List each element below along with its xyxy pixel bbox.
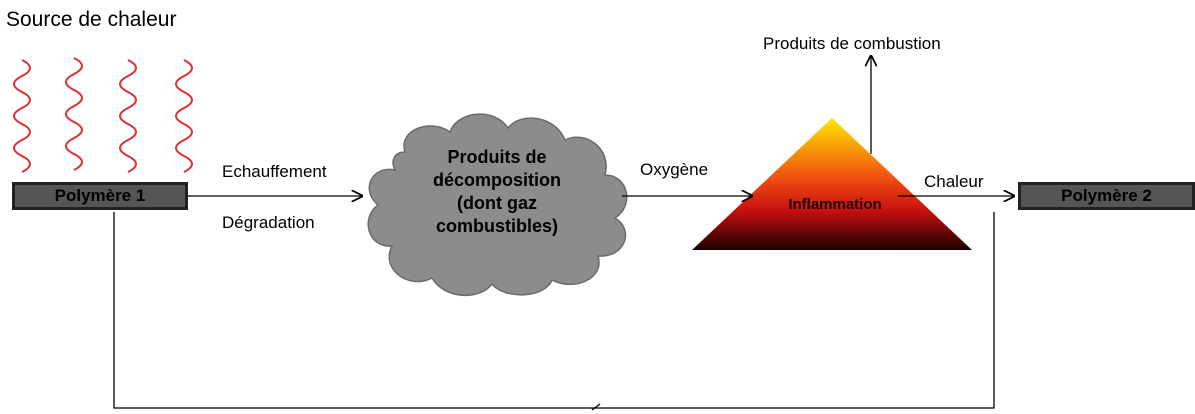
- feedback-loop: [113, 212, 995, 409]
- heat-wave-4: [175, 59, 193, 173]
- degradation-label: Dégradation: [222, 213, 315, 232]
- cloud-label-line-4: combustibles): [435, 216, 559, 236]
- ignition-label: Inflammation: [788, 196, 882, 213]
- cloud-label-line-1: Produits de: [447, 147, 547, 167]
- feedback-arrow-tick: [591, 403, 601, 411]
- polymer-2-label: Polymère 2: [1061, 186, 1152, 205]
- heat-label: Chaleur: [924, 172, 984, 191]
- polymer-1-box: Polymère 1: [12, 182, 188, 210]
- decomposition-cloud: [367, 113, 628, 297]
- flame-triangle: [692, 118, 972, 250]
- heat-wave-2: [65, 57, 83, 171]
- heat-wave-1: [13, 59, 31, 173]
- heating-label: Echauffement: [222, 162, 327, 181]
- heat-source-title: Source de chaleur: [6, 8, 177, 31]
- polymer-2-box: Polymère 2: [1018, 182, 1195, 210]
- heat-wave-3: [119, 59, 137, 173]
- cloud-label-line-2: décomposition: [432, 170, 561, 190]
- polymer-1-label: Polymère 1: [54, 186, 146, 205]
- heat-waves: [13, 57, 193, 173]
- cloud-label: Produits de décomposition (dont gaz comb…: [392, 146, 602, 238]
- combustion-products-label: Produits de combustion: [763, 34, 941, 53]
- oxygen-label: Oxygène: [640, 160, 709, 179]
- cloud-label-line-3: (dont gaz: [457, 193, 537, 213]
